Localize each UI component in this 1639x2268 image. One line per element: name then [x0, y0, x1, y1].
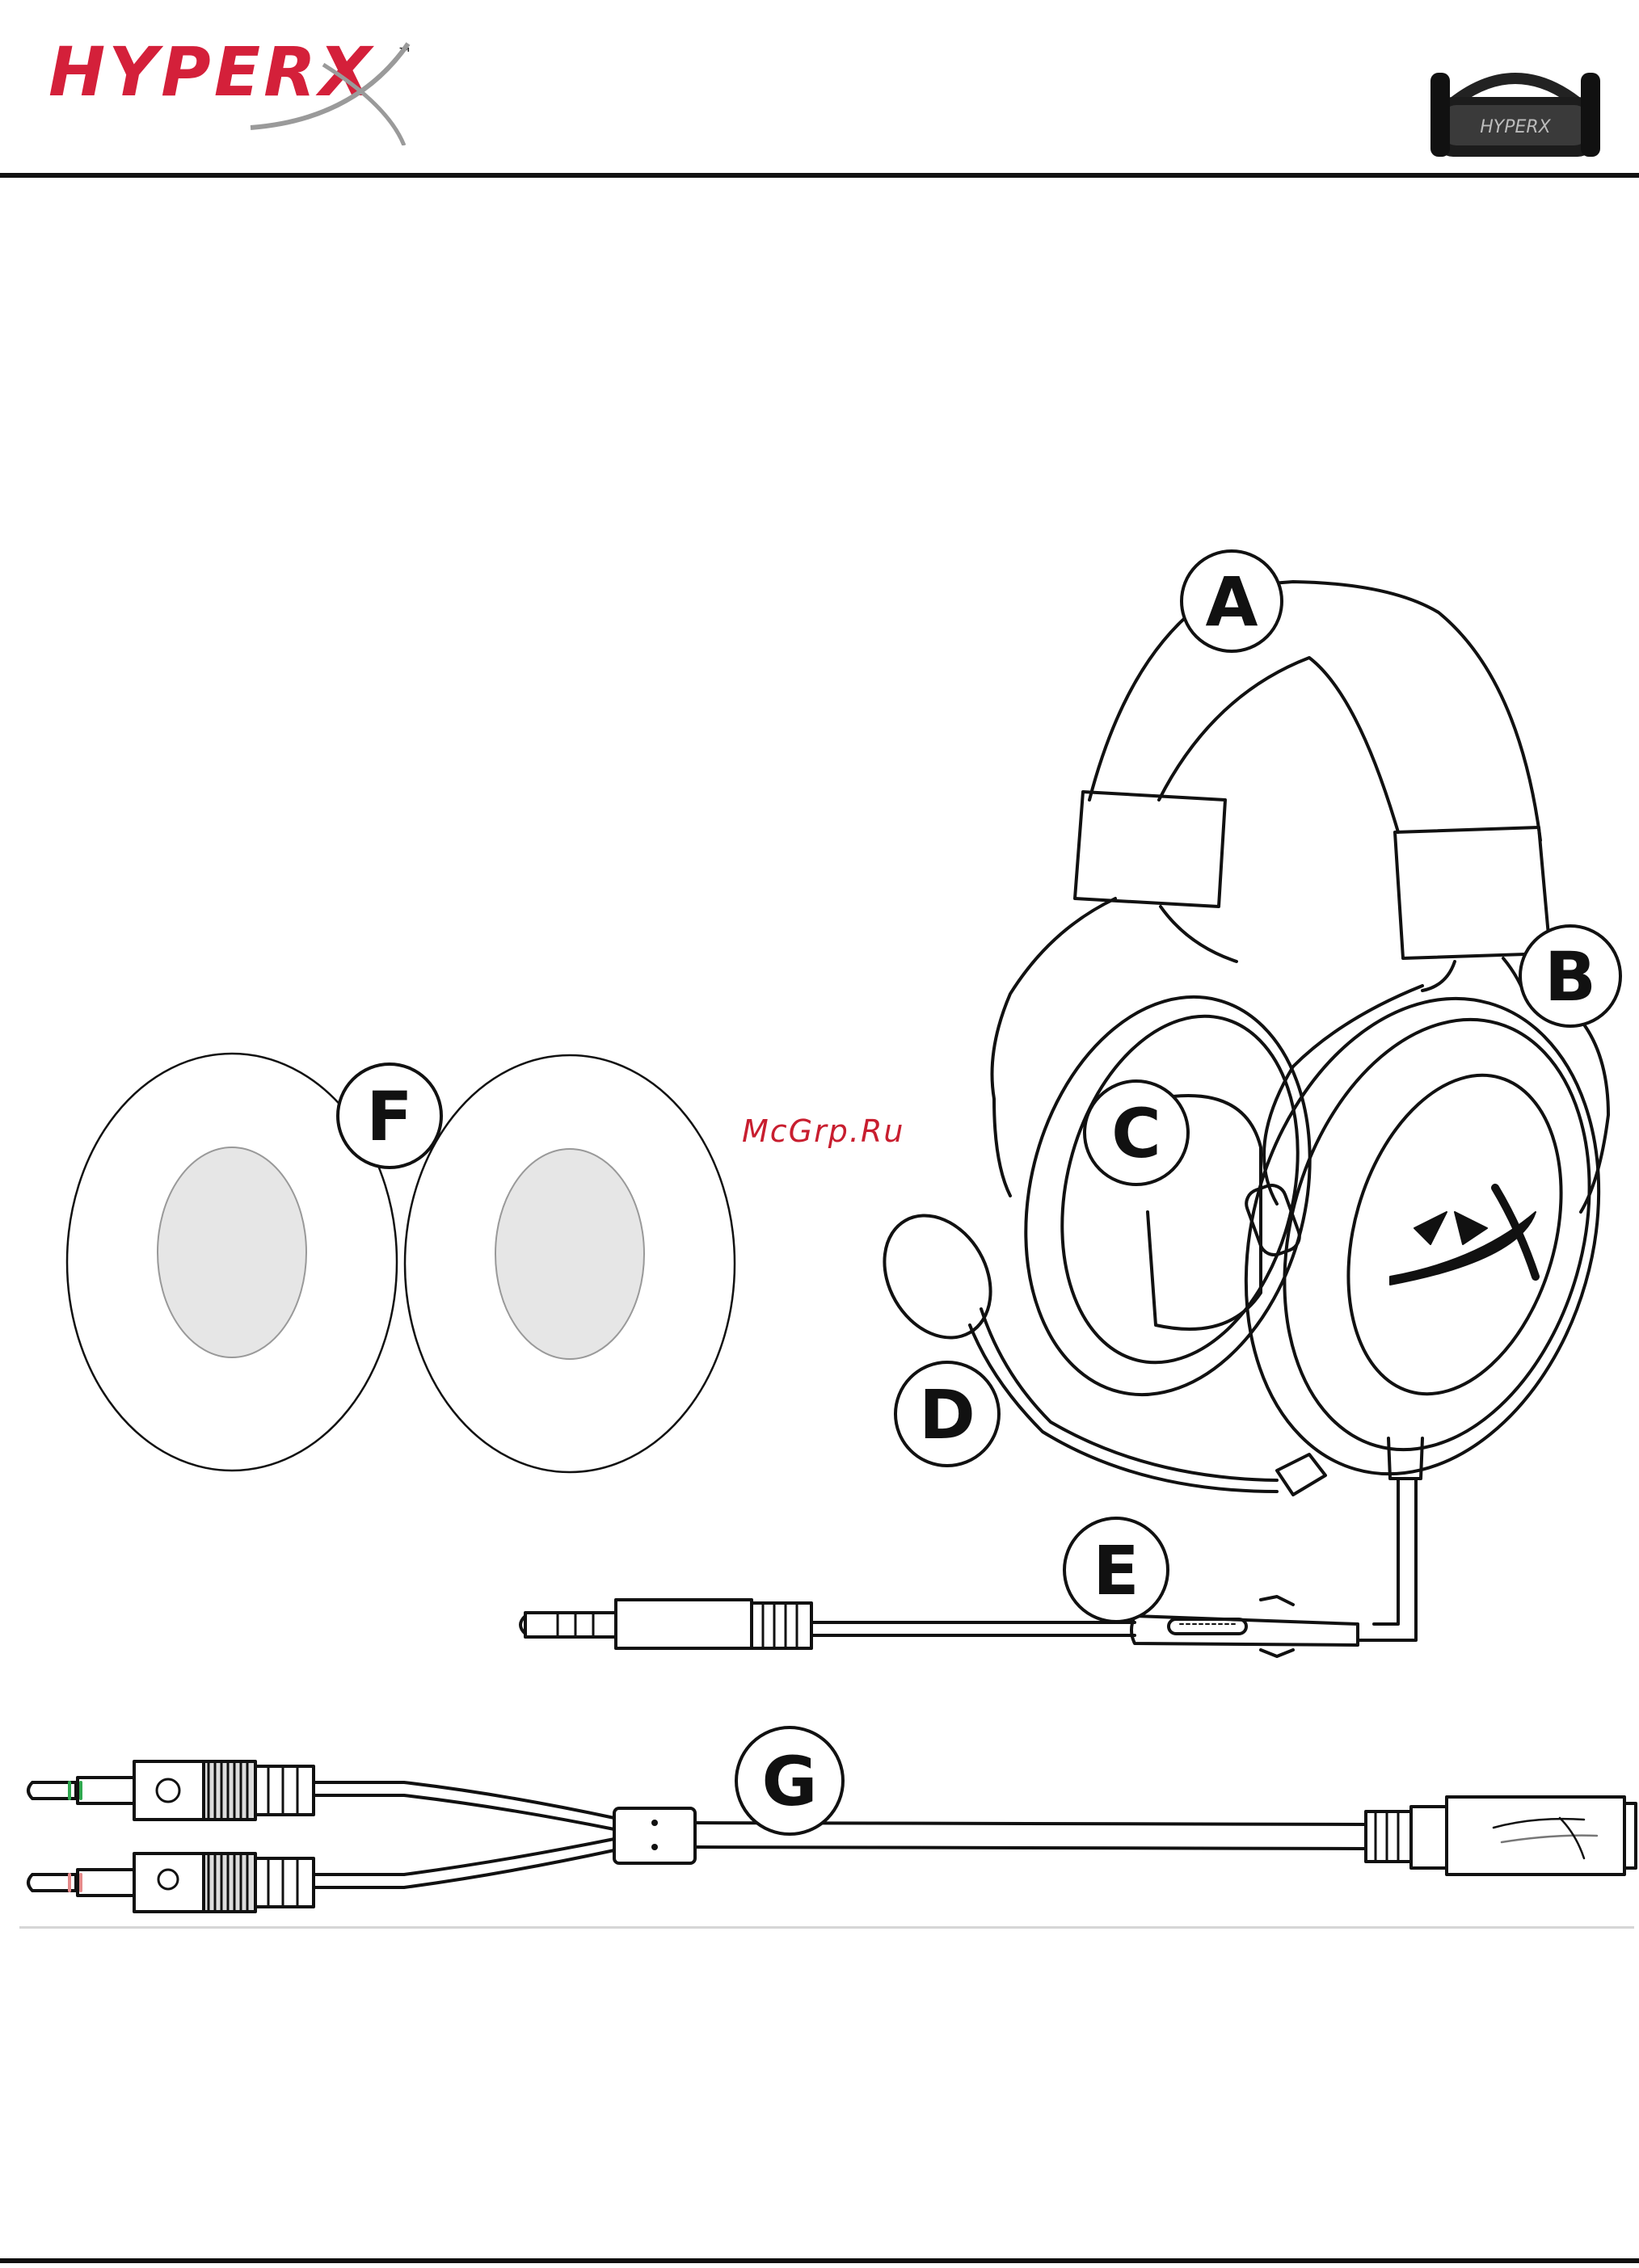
callout-label-g: G	[762, 1742, 818, 1821]
audio-cable-icon	[520, 1597, 1358, 1656]
callout-label-a: A	[1205, 562, 1258, 642]
callout-label-b: B	[1544, 937, 1596, 1016]
headset-icon	[863, 582, 1639, 1640]
footer-rule	[0, 2258, 1639, 2263]
section-divider	[19, 1926, 1634, 1929]
callout-label-e: E	[1093, 1531, 1139, 1610]
callout-label-f: F	[366, 1077, 412, 1156]
callout-label-d: D	[919, 1375, 975, 1454]
callout-label-c: C	[1111, 1094, 1161, 1173]
